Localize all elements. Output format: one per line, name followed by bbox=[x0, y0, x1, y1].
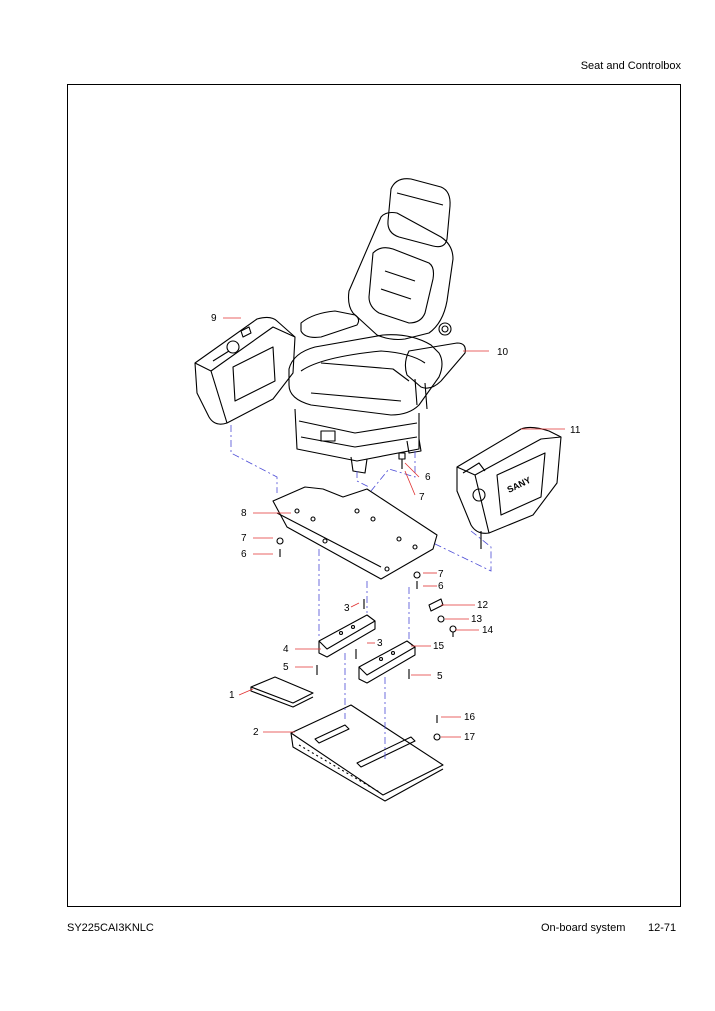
diagram-frame: SANY 9 bbox=[67, 84, 681, 907]
callout-6: 6 bbox=[425, 472, 431, 483]
callout-15: 15 bbox=[433, 641, 445, 652]
callout-leaders bbox=[223, 317, 565, 738]
exploded-parts-diagram: SANY 9 bbox=[194, 178, 581, 802]
slide-rail-left bbox=[318, 614, 376, 658]
base-cover bbox=[290, 704, 444, 802]
callout-6: 6 bbox=[241, 549, 247, 560]
callout-16: 16 bbox=[464, 712, 476, 723]
footer-model: SY225CAI3KNLC bbox=[67, 922, 154, 934]
callout-9: 9 bbox=[211, 313, 217, 324]
operator-seat bbox=[288, 178, 466, 474]
callout-17: 17 bbox=[464, 732, 476, 743]
callout-5: 5 bbox=[283, 662, 289, 673]
footer-chapter: On-board system bbox=[541, 922, 626, 934]
callout-12: 12 bbox=[477, 600, 489, 611]
callout-7: 7 bbox=[241, 533, 247, 544]
right-control-box bbox=[456, 426, 562, 549]
callout-2: 2 bbox=[253, 727, 259, 738]
callout-7: 7 bbox=[419, 492, 425, 503]
left-control-box bbox=[194, 316, 296, 425]
callout-7: 7 bbox=[438, 569, 444, 580]
callout-3: 3 bbox=[344, 603, 350, 614]
assembly-centerlines bbox=[230, 425, 492, 761]
mounting-plate bbox=[272, 486, 438, 580]
footer-page-number: 12-71 bbox=[648, 922, 677, 934]
hardware-fasteners bbox=[276, 452, 457, 741]
callout-10: 10 bbox=[497, 347, 509, 358]
brand-mark: SANY bbox=[505, 475, 532, 495]
callout-13: 13 bbox=[471, 614, 483, 625]
callout-6: 6 bbox=[438, 581, 444, 592]
callout-14: 14 bbox=[482, 625, 494, 636]
callout-5: 5 bbox=[437, 671, 443, 682]
callout-8: 8 bbox=[241, 508, 247, 519]
callout-1: 1 bbox=[229, 690, 235, 701]
slide-rail-right bbox=[358, 640, 416, 684]
callout-11: 11 bbox=[570, 425, 581, 436]
adjust-lever bbox=[250, 676, 314, 708]
callout-3: 3 bbox=[377, 638, 383, 649]
callout-4: 4 bbox=[283, 644, 289, 655]
section-title: Seat and Controlbox bbox=[580, 60, 681, 72]
